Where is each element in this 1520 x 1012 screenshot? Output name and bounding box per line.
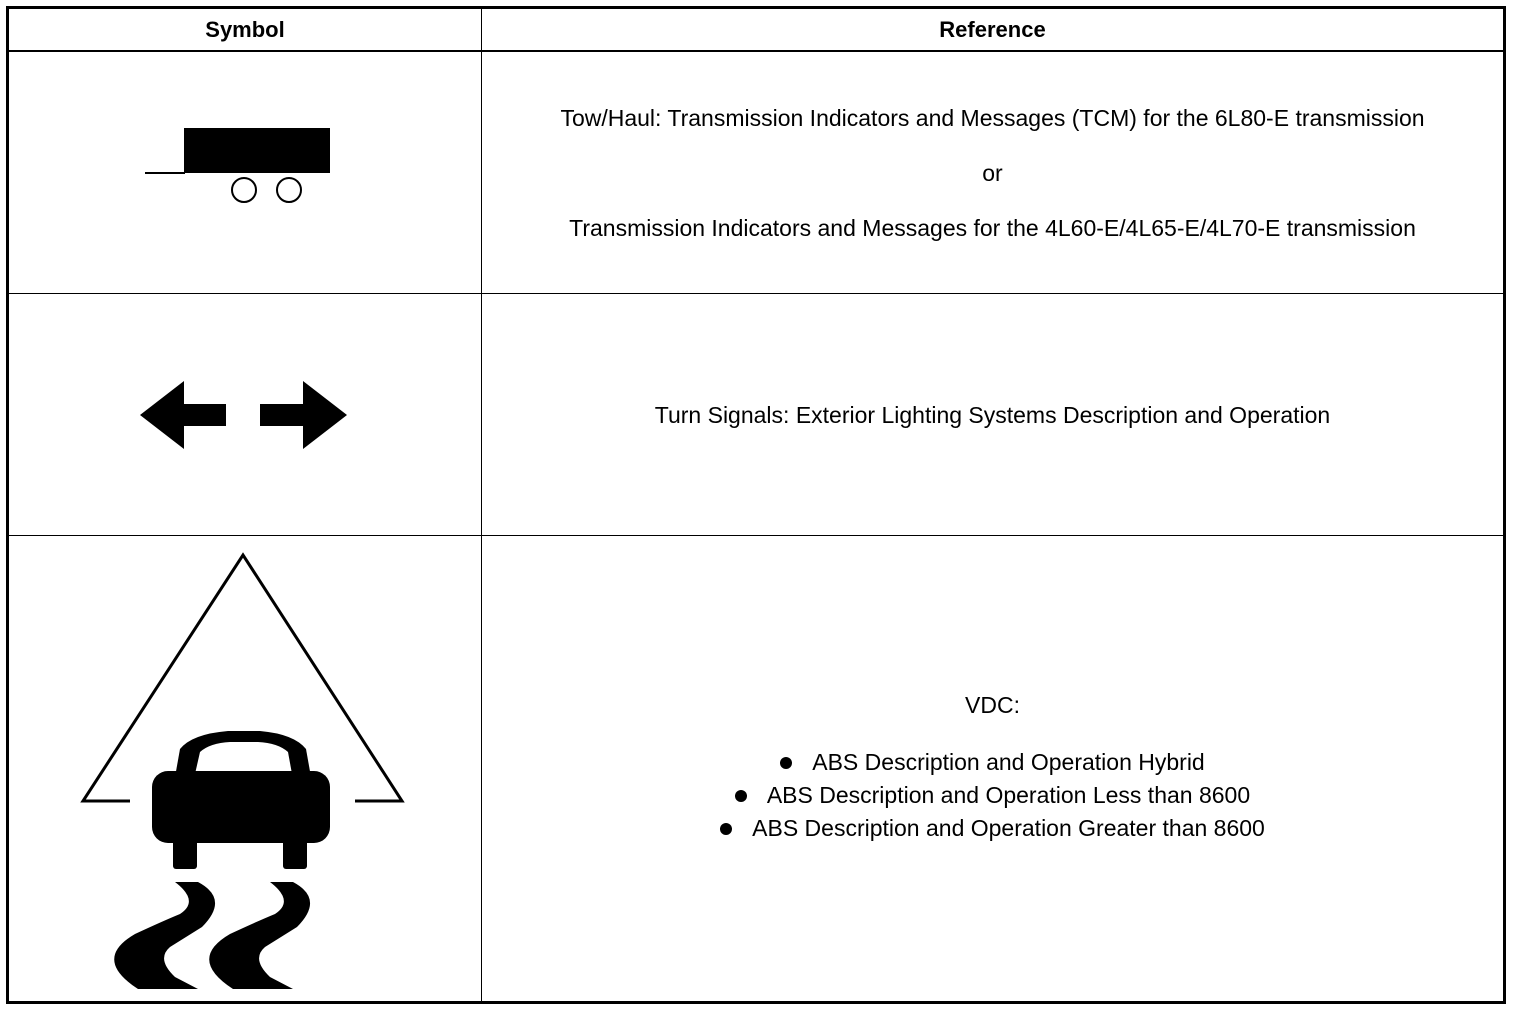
reference-cell-tow-haul: Tow/Haul: Transmission Indicators and Me…: [482, 52, 1503, 293]
reference-table: Symbol Reference Tow/Haul: Transmission …: [6, 6, 1506, 1004]
turn-signal-arrows-icon: [140, 380, 347, 449]
reference-line: or: [982, 159, 1003, 186]
reference-line: Transmission Indicators and Messages for…: [569, 214, 1416, 241]
list-item: ABS Description and Operation Greater th…: [720, 812, 1265, 845]
bullet-icon: [734, 789, 747, 802]
list-item: ABS Description and Operation Less than …: [720, 779, 1265, 812]
list-item: ABS Description and Operation Hybrid: [720, 746, 1265, 779]
reference-bullet-list: ABS Description and Operation Hybrid ABS…: [720, 746, 1265, 845]
bullet-icon: [780, 756, 793, 769]
row-divider: [9, 293, 1503, 294]
row-divider: [9, 535, 1503, 536]
symbol-cell-vdc: [9, 536, 481, 1001]
symbol-cell-tow-haul: [9, 52, 481, 293]
reference-cell-turn-signals: Turn Signals: Exterior Lighting Systems …: [482, 294, 1503, 535]
header-reference: Reference: [939, 16, 1046, 42]
symbol-cell-turn-signals: [9, 294, 481, 535]
trailer-icon: [145, 127, 330, 203]
reference-title: VDC:: [965, 692, 1020, 718]
reference-line: Tow/Haul: Transmission Indicators and Me…: [560, 104, 1425, 131]
vehicle-skid-warning-icon: [80, 551, 405, 989]
bullet-icon: [720, 822, 733, 835]
reference-cell-vdc: VDC: ABS Description and Operation Hybri…: [482, 536, 1503, 1001]
column-divider: [481, 9, 482, 1001]
header-symbol: Symbol: [205, 16, 285, 42]
header-divider: [9, 50, 1503, 52]
reference-line: Turn Signals: Exterior Lighting Systems …: [654, 401, 1331, 428]
